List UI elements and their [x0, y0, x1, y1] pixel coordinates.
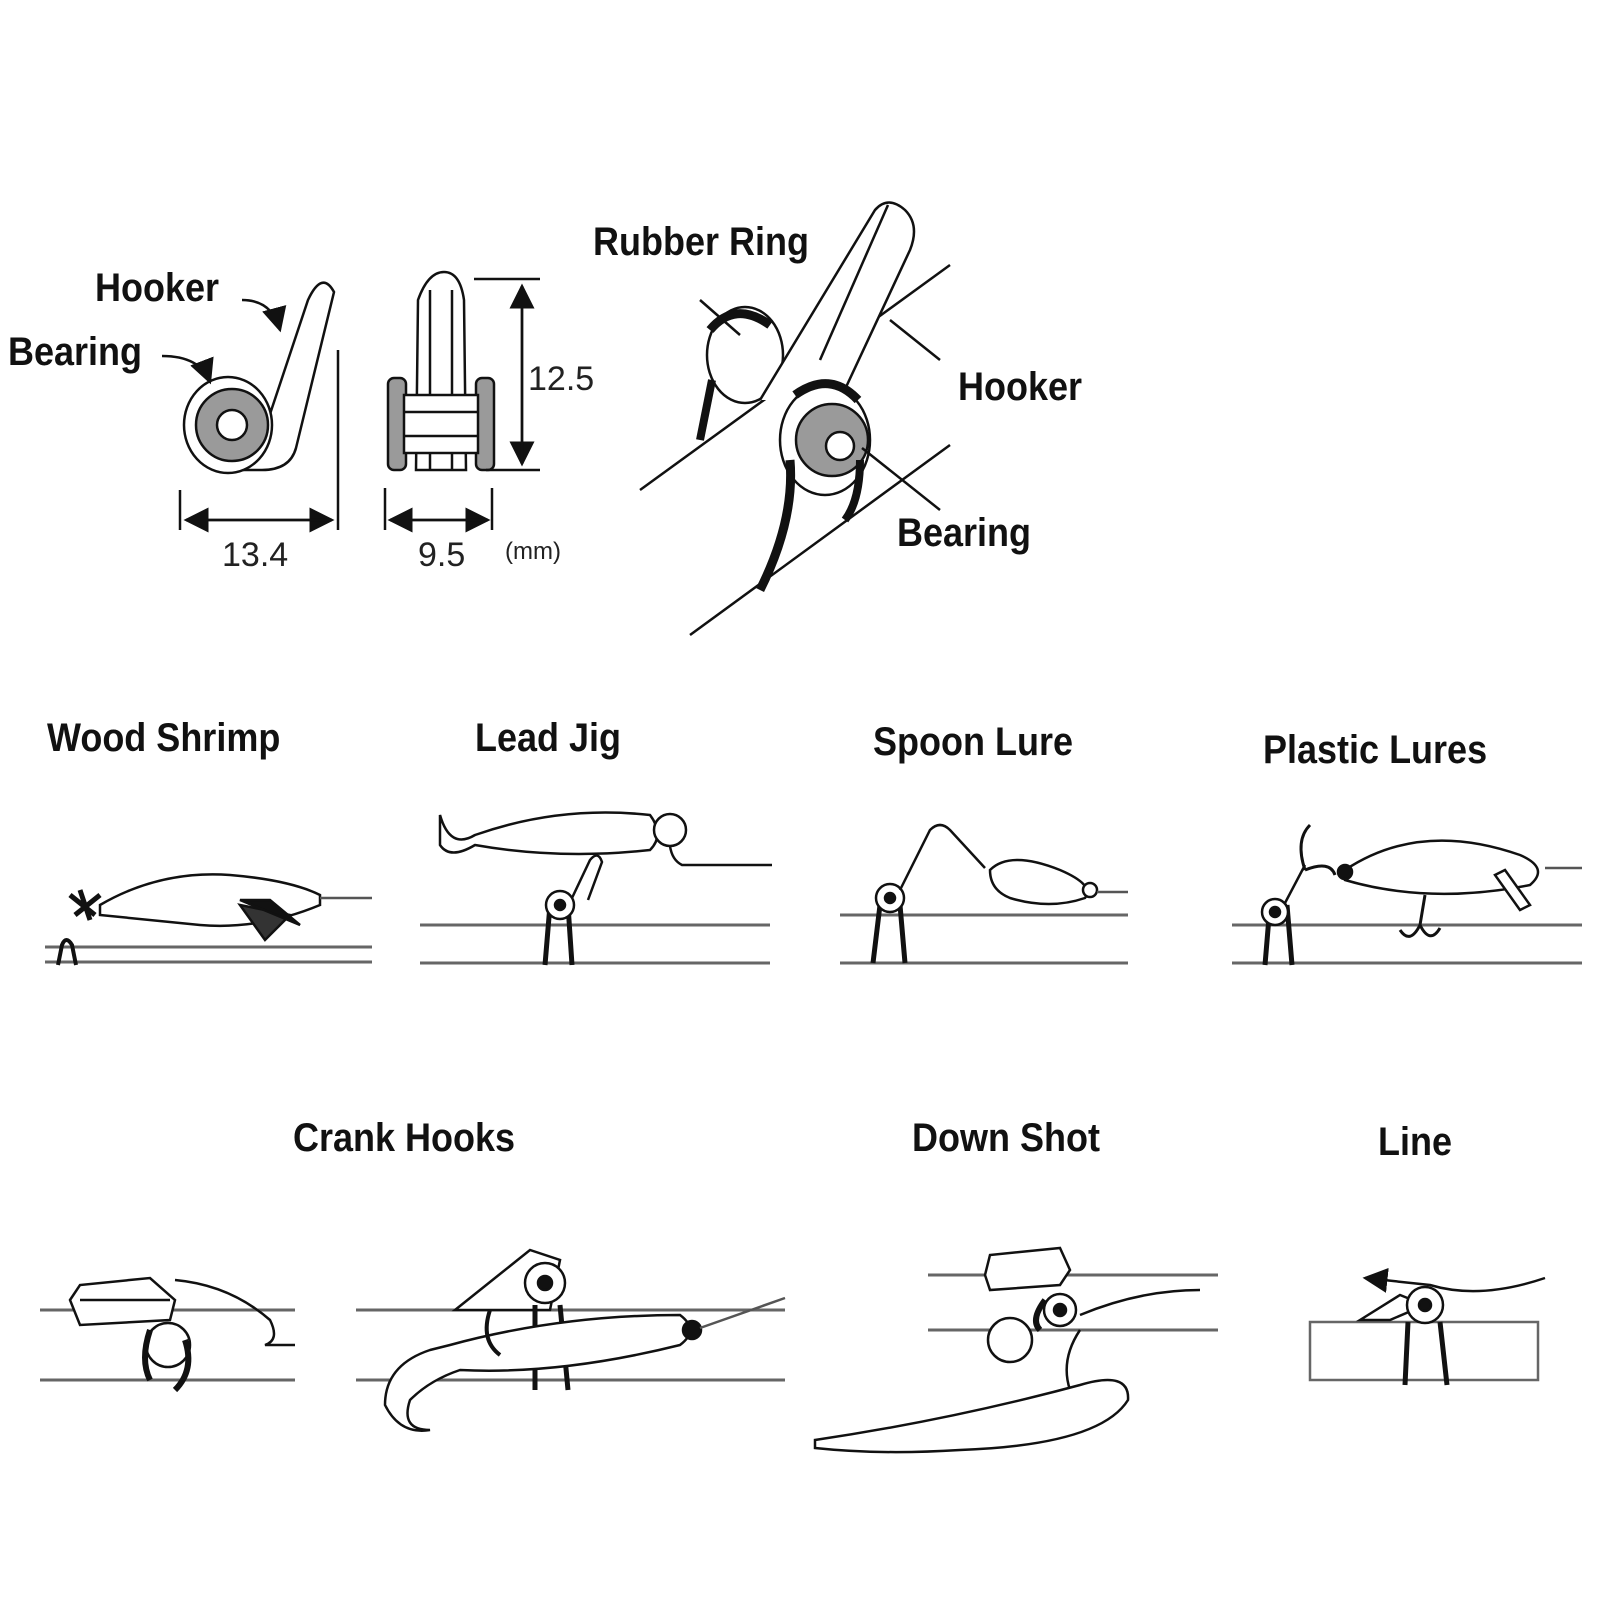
hook-keeper-side-view [161, 281, 340, 533]
label-bearing-right: Bearing [897, 511, 1032, 555]
down-shot-illustration [813, 1246, 1201, 1454]
wood-shrimp-illustration [56, 873, 372, 966]
dimension-depth: 9.5 [418, 536, 466, 574]
label-rubber-ring: Rubber Ring [593, 220, 809, 264]
hook-keeper-front-view [383, 270, 540, 533]
usage-title-wood-shrimp: Wood Shrimp [47, 716, 281, 760]
dimension-unit: (mm) [505, 538, 561, 565]
usage-title-crank-hooks: Crank Hooks [293, 1116, 516, 1160]
usage-title-line: Line [1378, 1120, 1453, 1164]
usage-title-plastic-lures: Plastic Lures [1263, 728, 1488, 772]
dimension-height: 12.5 [528, 360, 595, 398]
spoon-lure-illustration [870, 823, 1128, 964]
crank-hook-worm-illustration [383, 1248, 786, 1432]
label-hooker-right: Hooker [958, 365, 1083, 409]
plastic-lure-illustration [1260, 823, 1582, 966]
label-bearing-left: Bearing [8, 330, 143, 374]
label-hooker-left: Hooker [95, 266, 220, 310]
usage-title-down-shot: Down Shot [912, 1116, 1100, 1160]
dimension-width: 13.4 [222, 536, 289, 574]
crank-hook-small-illustration [68, 1276, 295, 1393]
hook-keeper-perspective-view [639, 201, 951, 637]
lead-jig-illustration [438, 811, 772, 966]
usage-title-spoon-lure: Spoon Lure [873, 720, 1073, 764]
usage-title-lead-jig: Lead Jig [475, 716, 622, 760]
line-illustration [1308, 1267, 1546, 1386]
